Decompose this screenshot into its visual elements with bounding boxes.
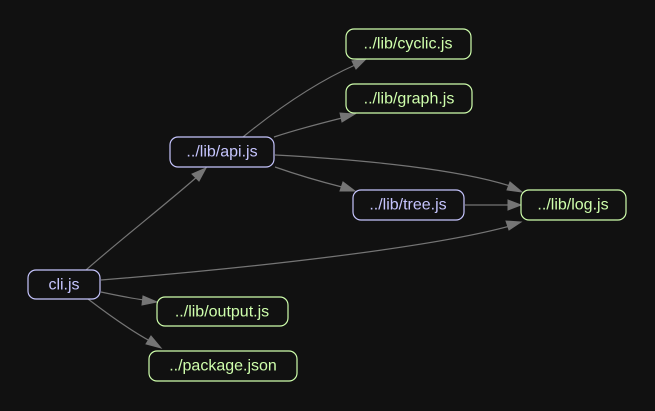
arrow-head (141, 295, 159, 306)
node-label: ../lib/graph.js (364, 91, 455, 108)
edge-cli-api (85, 175, 199, 271)
edge-api-log (274, 154, 511, 187)
edge-api-graph (273, 117, 343, 138)
node-label: ../lib/log.js (537, 197, 608, 214)
node-label: ../package.json (169, 358, 277, 375)
arrow-head (351, 57, 369, 70)
node-lib-log-js[interactable]: ../lib/log.js (520, 189, 627, 221)
arrow-head (145, 335, 163, 349)
node-label: ../lib/tree.js (369, 197, 446, 214)
node-lib-output-js[interactable]: ../lib/output.js (156, 296, 289, 327)
edge-cli-output (100, 291, 145, 301)
node-label: ../lib/cyclic.js (364, 36, 453, 53)
node-lib-tree-js[interactable]: ../lib/tree.js (352, 189, 465, 221)
arrow-head (339, 112, 357, 123)
node-label: ../lib/output.js (175, 304, 269, 321)
node-label: cli.js (48, 277, 79, 294)
arrow-head (191, 166, 208, 182)
edges (85, 57, 524, 349)
arrow-head (506, 181, 524, 193)
node-lib-graph-js[interactable]: ../lib/graph.js (345, 83, 473, 114)
arrow-head (505, 220, 523, 231)
edge-api-cyclic (242, 64, 356, 138)
node-lib-api-js[interactable]: ../lib/api.js (169, 136, 275, 168)
node-label: ../lib/api.js (186, 144, 257, 161)
edge-cli-log (100, 225, 511, 281)
node-package-json[interactable]: ../package.json (148, 350, 298, 382)
arrow-head (339, 181, 357, 192)
arrow-head (507, 199, 523, 211)
node-cli-js[interactable]: cli.js (27, 269, 101, 300)
edge-api-tree (274, 166, 343, 188)
nodes: cli.js ../lib/api.js ../lib/cyclic.js ..… (27, 28, 627, 382)
node-lib-cyclic-js[interactable]: ../lib/cyclic.js (345, 28, 472, 60)
edge-cli-package (87, 298, 151, 342)
